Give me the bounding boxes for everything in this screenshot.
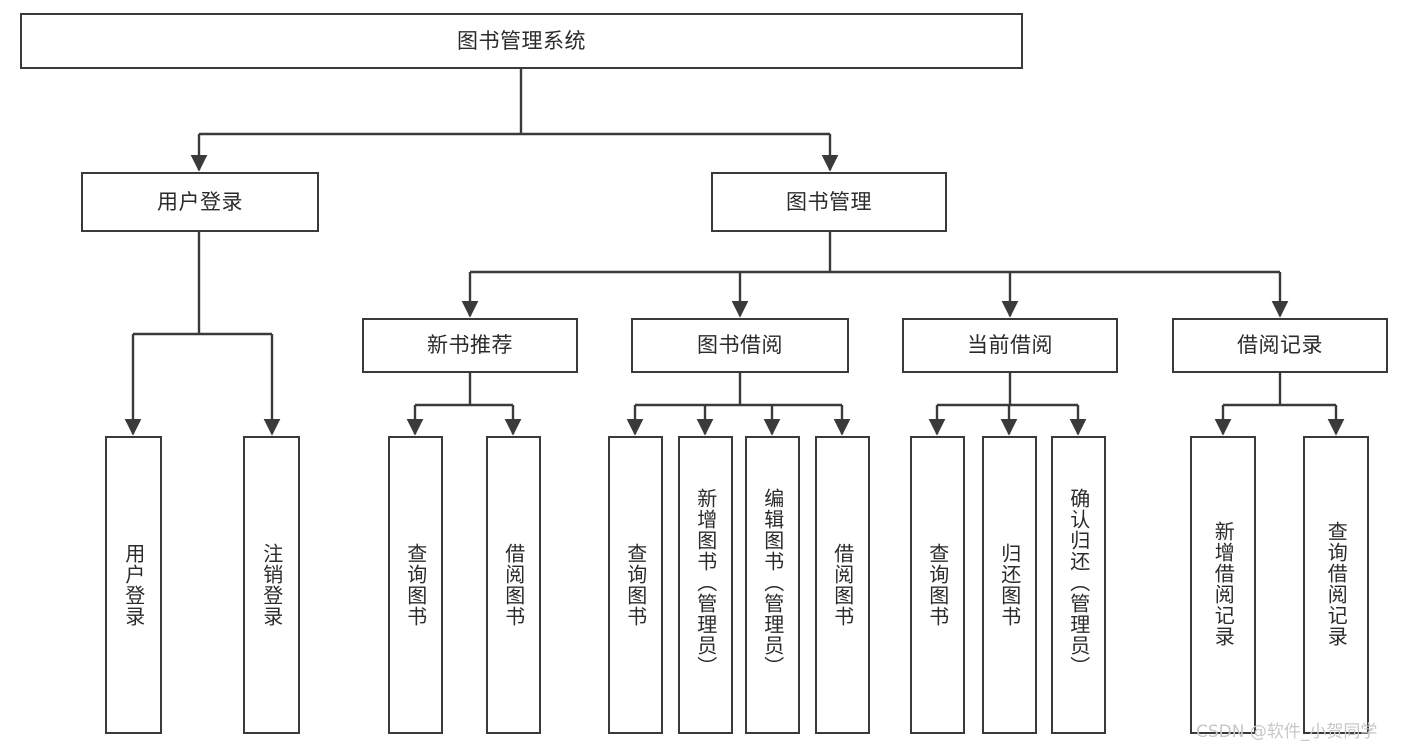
leaf-node[interactable]: 新增图书（管理员） (678, 436, 733, 734)
leaf-node[interactable]: 查询借阅记录 (1303, 436, 1369, 734)
leaf-node-label: 新增图书（管理员） (693, 488, 718, 677)
node-book-management[interactable]: 图书管理 (711, 172, 947, 232)
node-book-borrow[interactable]: 图书借阅 (631, 318, 849, 373)
leaf-node[interactable]: 归还图书 (982, 436, 1037, 734)
leaf-node-label: 借阅图书 (830, 543, 855, 627)
node-book-management-label: 图书管理 (786, 189, 872, 214)
node-new-book-recommend[interactable]: 新书推荐 (362, 318, 578, 373)
node-current-borrow-label: 当前借阅 (967, 333, 1053, 358)
leaf-node[interactable]: 借阅图书 (815, 436, 870, 734)
leaf-node[interactable]: 新增借阅记录 (1190, 436, 1256, 734)
node-book-borrow-label: 图书借阅 (697, 333, 783, 358)
leaf-node[interactable]: 查询图书 (388, 436, 443, 734)
leaf-node[interactable]: 用户登录 (105, 436, 162, 734)
node-current-borrow[interactable]: 当前借阅 (902, 318, 1118, 373)
node-new-book-recommend-label: 新书推荐 (427, 333, 513, 358)
leaf-node-label: 新增借阅记录 (1211, 521, 1236, 647)
csdn-watermark: CSDN @软件_小贺同学 (1196, 722, 1378, 742)
leaf-node[interactable]: 注销登录 (243, 436, 300, 734)
node-borrow-record-label: 借阅记录 (1237, 333, 1323, 358)
leaf-node-label: 查询借阅记录 (1324, 521, 1349, 647)
node-user-login[interactable]: 用户登录 (81, 172, 319, 232)
leaf-node-label: 查询图书 (403, 543, 428, 627)
leaf-node[interactable]: 借阅图书 (486, 436, 541, 734)
leaf-node-label: 用户登录 (121, 543, 146, 627)
node-borrow-record[interactable]: 借阅记录 (1172, 318, 1388, 373)
leaf-node-label: 归还图书 (997, 543, 1022, 627)
node-user-login-label: 用户登录 (157, 189, 243, 214)
node-root-label: 图书管理系统 (457, 28, 586, 53)
leaf-node[interactable]: 编辑图书（管理员） (745, 436, 800, 734)
leaf-node-label: 查询图书 (925, 543, 950, 627)
leaf-node-label: 借阅图书 (501, 543, 526, 627)
node-root-system[interactable]: 图书管理系统 (20, 13, 1023, 69)
leaf-node-label: 编辑图书（管理员） (760, 488, 785, 677)
leaf-node[interactable]: 查询图书 (910, 436, 965, 734)
leaf-node-label: 注销登录 (259, 543, 284, 627)
leaf-node-label: 确认归还（管理员） (1066, 488, 1091, 677)
leaf-node[interactable]: 确认归还（管理员） (1051, 436, 1106, 734)
leaf-node[interactable]: 查询图书 (608, 436, 663, 734)
leaf-node-label: 查询图书 (623, 543, 648, 627)
